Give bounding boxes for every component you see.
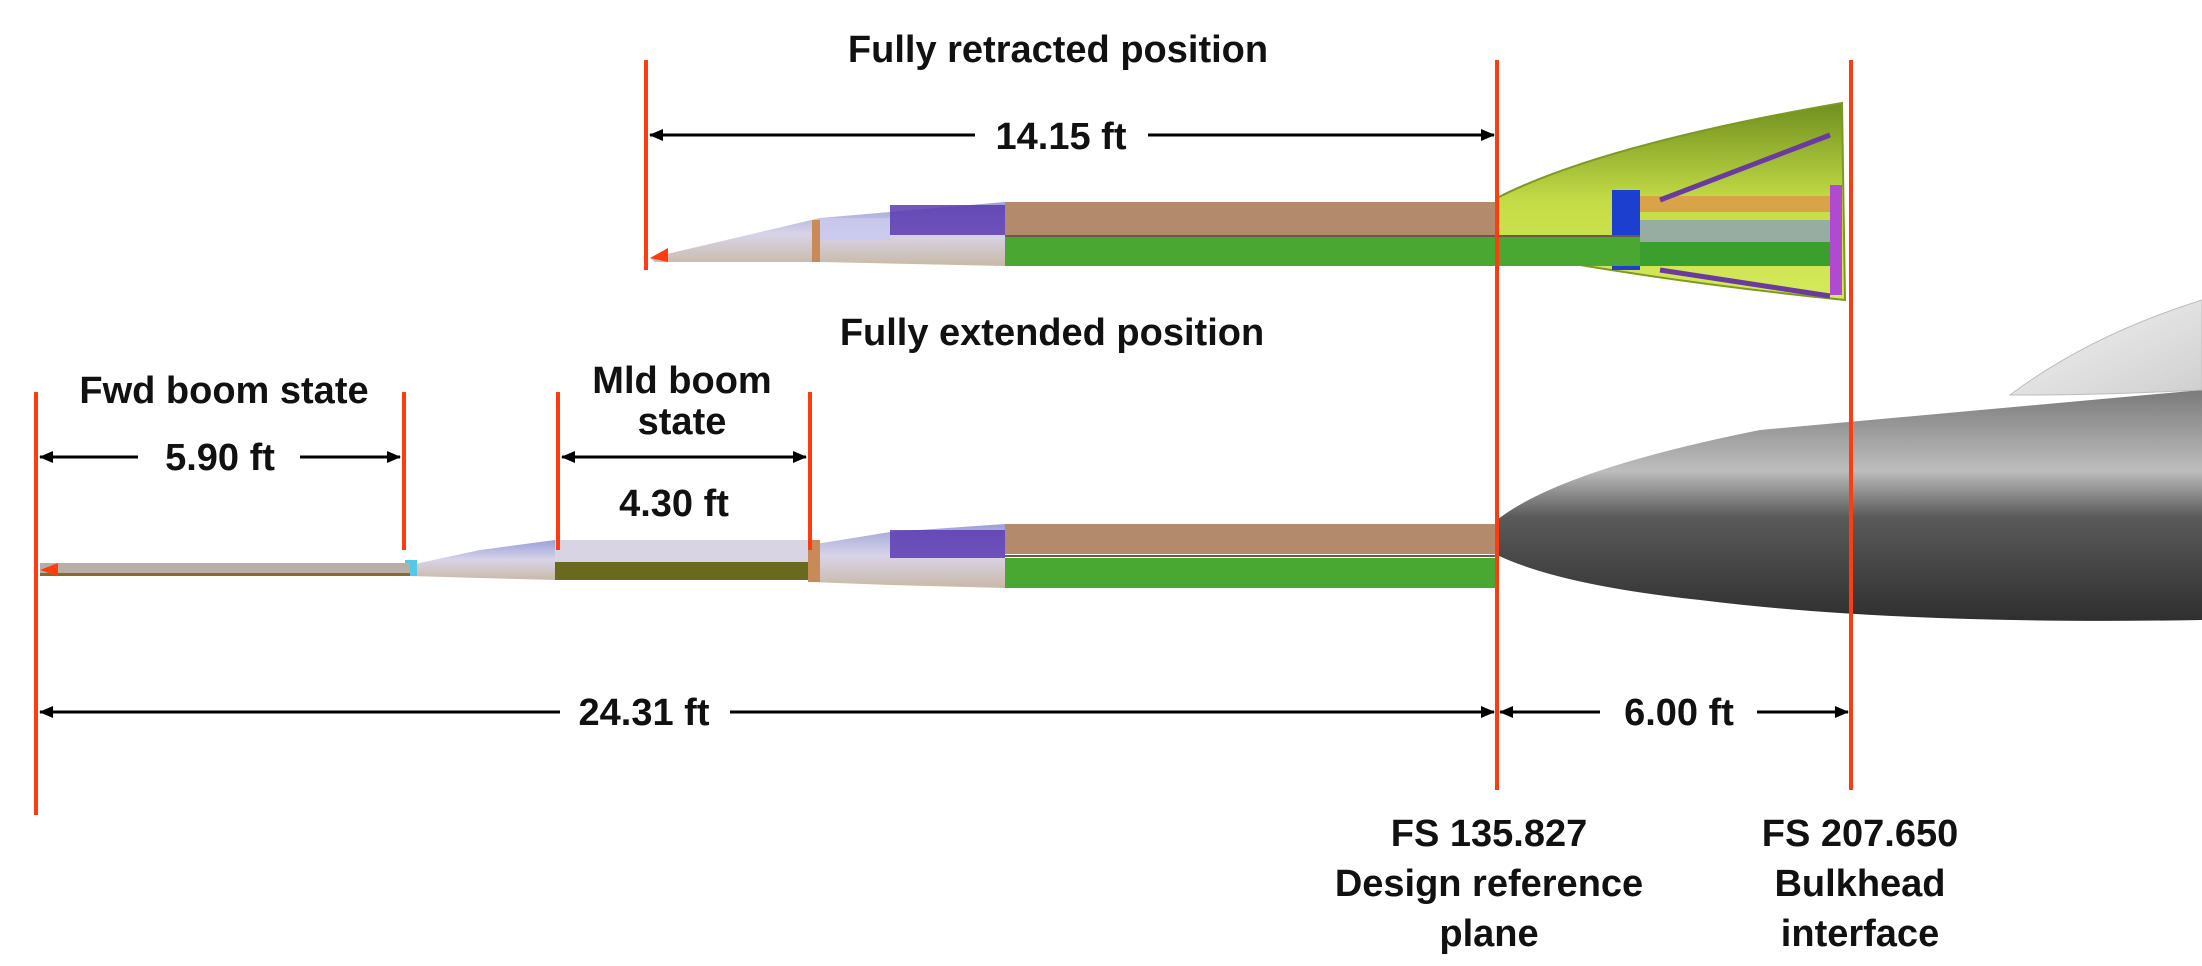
canopy [2008,299,2202,396]
extended-tube-tan [1005,524,1497,554]
fwd-boom-rod [40,563,410,576]
mid-boom-section [555,540,808,562]
dim-bulkhead-offset: 6.00 ft [1624,692,1734,734]
fs-bulkhead-line1: FS 207.650 [1762,813,1958,855]
retracted-tube-green [1005,236,1640,266]
fs-bulkhead-line3: interface [1781,913,1939,955]
dim-overall-length: 24.31 ft [579,692,710,734]
reference-lines [34,60,1853,815]
dim-retracted-length: 14.15 ft [996,116,1127,158]
fs-bulkhead-line2: Bulkhead [1774,863,1945,905]
retracted-boom-assembly [650,101,1847,302]
label-mid-boom-line1: Mld boom [592,360,771,402]
title-retracted: Fully retracted position [848,29,1268,71]
fs-design-line2: Design reference [1335,863,1643,905]
fs-design-line1: FS 135.827 [1391,813,1587,855]
label-fwd-boom-state: Fwd boom state [79,370,368,412]
dim-fwd-boom: 5.90 ft [165,437,275,479]
title-extended: Fully extended position [840,312,1264,354]
label-mid-boom-line2: state [638,401,727,443]
retracted-tube-tan [1005,202,1497,236]
extended-tube-green [1005,558,1497,588]
fs-design-line3: plane [1439,913,1538,955]
dimension-arrows [39,129,1849,718]
dim-mid-boom: 4.30 ft [619,483,729,525]
